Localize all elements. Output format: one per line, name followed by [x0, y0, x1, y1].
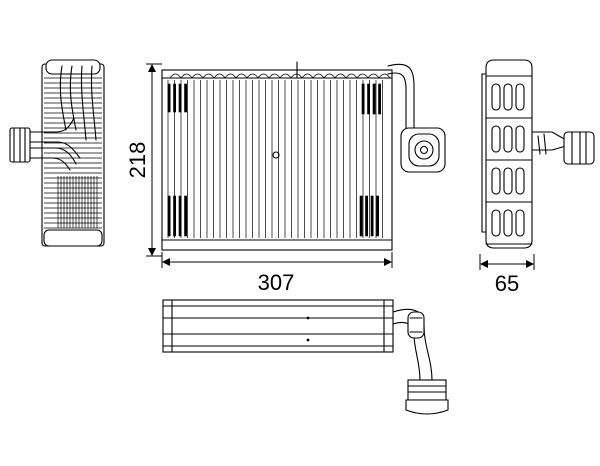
height-label: 218: [125, 142, 150, 179]
width-label: 307: [258, 270, 295, 295]
dimension-width: 307: [161, 252, 393, 295]
top-view: [162, 299, 449, 415]
dimension-depth: 65: [479, 254, 535, 296]
front-view: [161, 61, 446, 251]
side-view-left: [9, 59, 105, 247]
depth-label: 65: [495, 271, 519, 296]
side-view-right: [481, 59, 595, 249]
dimension-height: 218: [125, 63, 162, 257]
